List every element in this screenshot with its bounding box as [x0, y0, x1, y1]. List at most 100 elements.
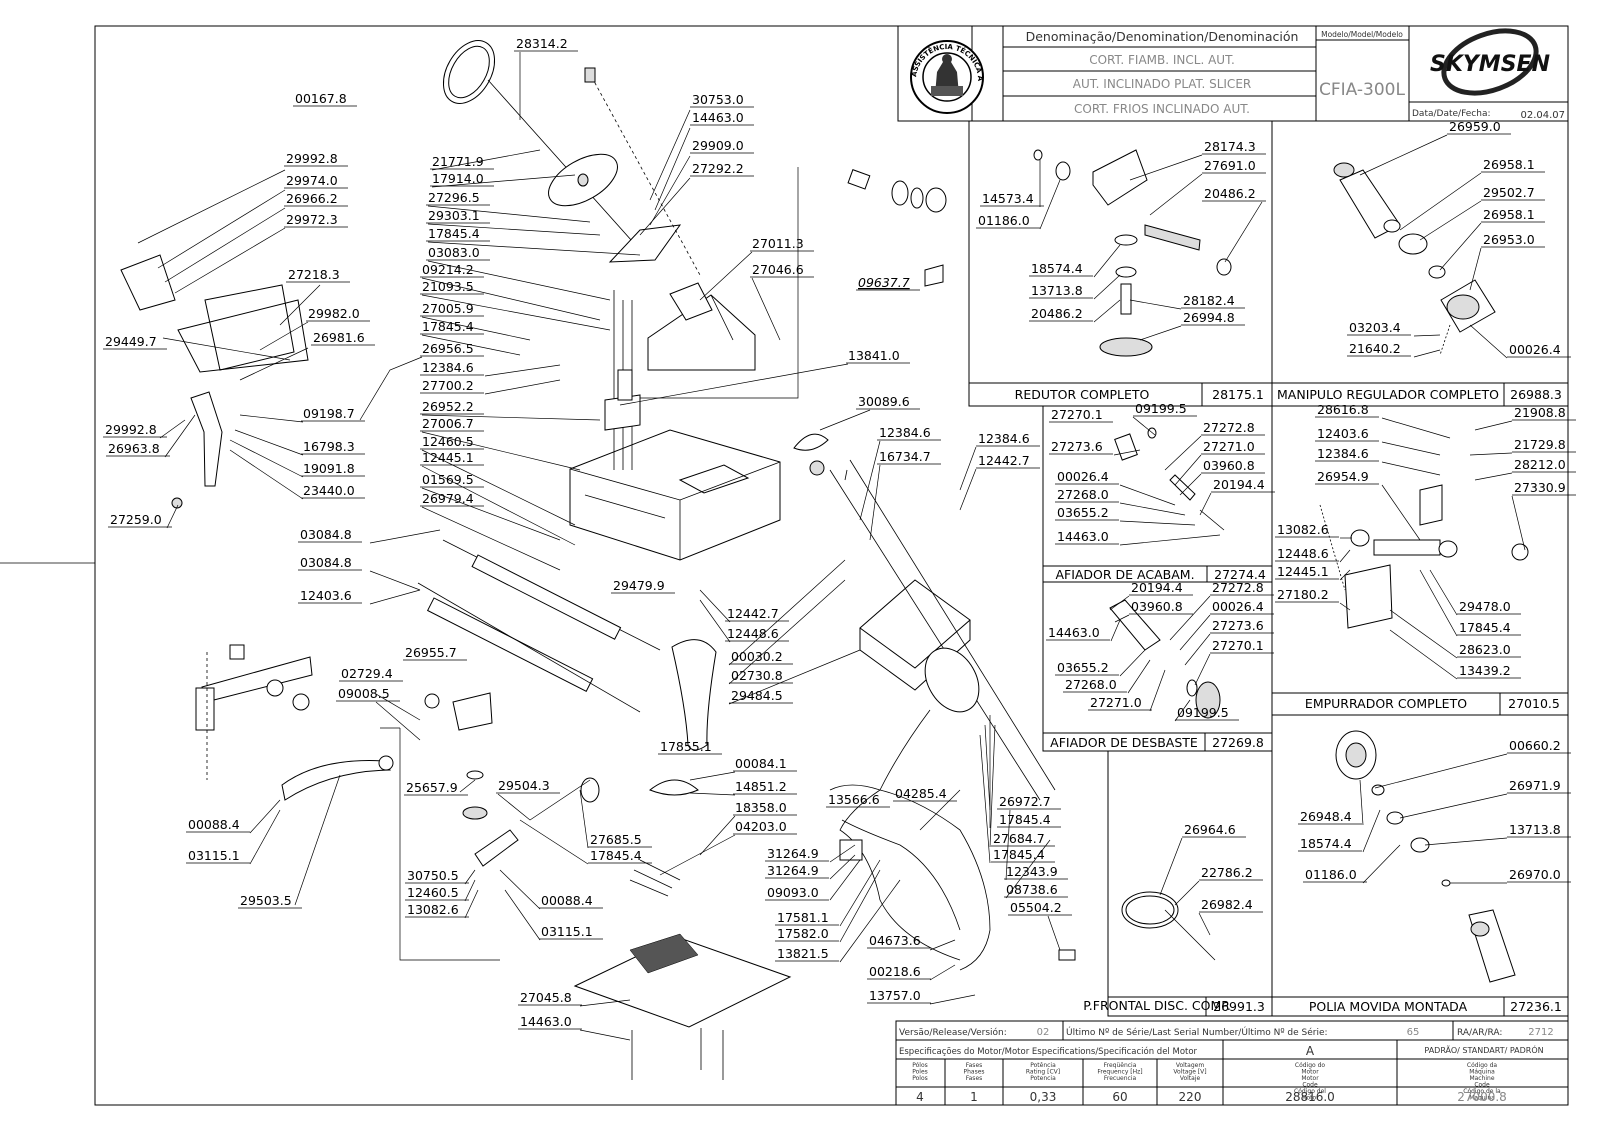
- part-number-label: 27296.5: [428, 190, 480, 205]
- part-number-label: 04673.6: [869, 933, 921, 948]
- part-number-label: 25657.9: [406, 780, 458, 795]
- ra-value: 2712: [1528, 1027, 1553, 1038]
- part-number-label: 19091.8: [303, 461, 355, 476]
- part-number-label: 09198.7: [303, 406, 355, 421]
- assembly-code: 27010.5: [1508, 696, 1560, 711]
- spec-value: 220: [1179, 1090, 1202, 1104]
- part-number-label: 27180.2: [1277, 587, 1329, 602]
- part-number-label: 03083.0: [428, 245, 480, 260]
- spec-column-head: Phases: [963, 1069, 984, 1076]
- spec-value: 27000.8: [1457, 1090, 1507, 1104]
- model-header: Modelo/Model/Modelo: [1321, 30, 1403, 39]
- part-number-label: 02729.4: [341, 666, 393, 681]
- part-number-label: 27273.6: [1212, 618, 1264, 633]
- part-number-label: 26948.4: [1300, 809, 1352, 824]
- part-number-label: 26972.7: [999, 794, 1051, 809]
- part-number-label: 21771.9: [432, 154, 484, 169]
- part-number-label: 28174.3: [1204, 139, 1256, 154]
- part-number-label: 27700.2: [422, 378, 474, 393]
- part-number-label: 17845.4: [422, 319, 474, 334]
- part-number-label: 20486.2: [1204, 186, 1256, 201]
- part-number-label: 14463.0: [1048, 625, 1100, 640]
- part-number-label: 31264.9: [767, 846, 819, 861]
- part-number-label: 27259.0: [110, 512, 162, 527]
- part-number-label: 26958.1: [1483, 207, 1535, 222]
- part-number-label: 20486.2: [1031, 306, 1083, 321]
- spec-column-head: Máquina: [1469, 1069, 1495, 1076]
- part-number-label: 30750.5: [407, 868, 459, 883]
- part-number-label: 12384.6: [879, 425, 931, 440]
- spec-column-head: Código do: [1295, 1062, 1326, 1069]
- part-number-label: 12445.1: [422, 450, 474, 465]
- part-number-label: 26954.9: [1317, 469, 1369, 484]
- part-number-label: 22786.2: [1201, 865, 1253, 880]
- part-number-label: 18358.0: [735, 800, 787, 815]
- spec-value: 1: [970, 1090, 978, 1104]
- part-number-label: 16734.7: [879, 449, 931, 464]
- spec-column-head: Motor: [1301, 1095, 1319, 1102]
- name-pt: CORT. FIAMB. INCL. AUT.: [1089, 53, 1235, 67]
- part-number-label: 03960.8: [1203, 458, 1255, 473]
- title-block: ASSISTÊNCIA TÉCNICA AUTORIZADA Denominaç…: [0, 0, 1569, 122]
- part-number-label: 14463.0: [1057, 529, 1109, 544]
- spec-column-head: Voltaje: [1180, 1075, 1201, 1082]
- part-number-label: 27005.9: [422, 301, 474, 316]
- assembly-name: MANIPULO REGULADOR COMPLETO: [1277, 387, 1499, 402]
- part-number-label: 27272.8: [1203, 420, 1255, 435]
- part-number-label: 08738.6: [1006, 882, 1058, 897]
- part-number-label: 00030.2: [731, 649, 783, 664]
- part-number-label: 29504.3: [498, 778, 550, 793]
- part-number-label: 17914.0: [432, 171, 484, 186]
- part-number-label: 17855.1: [660, 739, 712, 754]
- assembly-code: 27274.4: [1214, 567, 1266, 582]
- part-number-label: 29972.3: [286, 212, 338, 227]
- assembly-code: 28175.1: [1212, 387, 1264, 402]
- part-number-label: 27330.9: [1514, 480, 1566, 495]
- part-number-label: 28314.2: [516, 36, 568, 51]
- part-number-label: 23440.0: [303, 483, 355, 498]
- part-number-label: 00088.4: [541, 893, 593, 908]
- part-number-label: 27045.8: [520, 990, 572, 1005]
- part-number-label: 13082.6: [1277, 522, 1329, 537]
- part-number-label: 13757.0: [869, 988, 921, 1003]
- spec-column-head: Fases: [966, 1075, 983, 1082]
- spec-column-head: Código de la: [1463, 1088, 1501, 1095]
- version-value: 02: [1037, 1027, 1050, 1038]
- part-number-label: 30753.0: [692, 92, 744, 107]
- assembly-name: EMPURRADOR COMPLETO: [1305, 696, 1467, 711]
- spec-column-head: Voltage [V]: [1173, 1069, 1206, 1076]
- part-number-label: 17845.4: [428, 226, 480, 241]
- part-number-label: 03960.8: [1131, 599, 1183, 614]
- spec-column-head: Poles: [912, 1069, 928, 1076]
- part-number-label: 26964.6: [1184, 822, 1236, 837]
- part-number-label: 00026.4: [1509, 342, 1561, 357]
- spec-column-head: Fases: [966, 1062, 983, 1069]
- drawing-geometry: [120, 40, 1529, 1080]
- spec-column-head: Voltagem: [1176, 1062, 1205, 1069]
- assembly-name: POLIA MOVIDA MONTADA: [1309, 999, 1468, 1014]
- part-number-label: 20194.4: [1131, 580, 1183, 595]
- denomination-header: Denominação/Denomination/Denominación: [1026, 29, 1299, 44]
- part-number-label: 29909.0: [692, 138, 744, 153]
- part-number-label: 28212.0: [1514, 457, 1566, 472]
- assembly-name: P.FRONTAL DISC. COMP.: [1083, 998, 1231, 1013]
- part-number-label: 12448.6: [1277, 546, 1329, 561]
- part-number-label: 00218.6: [869, 964, 921, 979]
- part-number-label: 00026.4: [1057, 469, 1109, 484]
- spec-value: 28816.0: [1285, 1090, 1335, 1104]
- part-number-label: 27271.0: [1203, 439, 1255, 454]
- part-number-label: 03115.1: [188, 848, 240, 863]
- part-number-label: 14851.2: [735, 779, 787, 794]
- spec-value: 0,33: [1030, 1090, 1057, 1104]
- assembly-name: AFIADOR DE ACABAM.: [1055, 567, 1194, 582]
- part-number-label: 27691.0: [1204, 158, 1256, 173]
- part-number-label: 03655.2: [1057, 660, 1109, 675]
- part-number-label: 16798.3: [303, 439, 355, 454]
- part-number-label: 01186.0: [978, 213, 1030, 228]
- part-number-label: 26952.2: [422, 399, 474, 414]
- part-number-label: 12343.9: [1006, 864, 1058, 879]
- part-number-label: 27006.7: [422, 416, 474, 431]
- name-en: AUT. INCLINADO PLAT. SLICER: [1073, 77, 1251, 91]
